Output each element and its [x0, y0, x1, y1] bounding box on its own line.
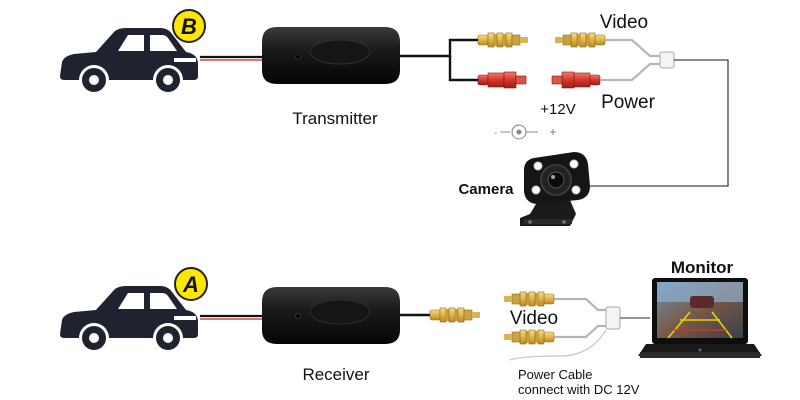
svg-text:-: - [494, 128, 497, 139]
video-label-top: Video [600, 12, 648, 33]
monitor-icon [638, 278, 762, 358]
badge-b: B [172, 9, 206, 43]
rca-power-plug-tx [477, 71, 527, 89]
transmitter-box [262, 27, 400, 84]
rca-video-plug-rx [429, 307, 481, 323]
receiver-label: Receiver [302, 365, 369, 384]
badge-a: A [174, 267, 208, 301]
camera-cable [590, 59, 729, 187]
power-cable-label-1: Power Cable [518, 367, 592, 382]
rca-power-plug-cam [551, 71, 601, 89]
rca-video-plug-mon-2 [503, 329, 555, 345]
plus12v-label: +12V [540, 101, 575, 118]
power-cable [509, 329, 607, 361]
rca-video-plug-cam [554, 32, 606, 48]
rca-video-plug-tx [477, 32, 529, 48]
rca-video-plug-mon-1 [503, 291, 555, 307]
camera-icon [520, 152, 590, 226]
dc-polarity-icon: - [494, 124, 556, 140]
badge-b-text: B [181, 14, 197, 39]
car-icon-bottom [60, 286, 198, 353]
camera-label: Camera [458, 181, 514, 198]
power-cable-label-2: connect with DC 12V [518, 382, 640, 397]
video-label-bottom: Video [510, 308, 558, 329]
transmitter-label: Transmitter [292, 109, 378, 128]
badge-a-text: A [182, 272, 199, 297]
monitor-label: Monitor [671, 258, 734, 277]
receiver-box [262, 287, 400, 344]
power-label: Power [601, 92, 656, 113]
